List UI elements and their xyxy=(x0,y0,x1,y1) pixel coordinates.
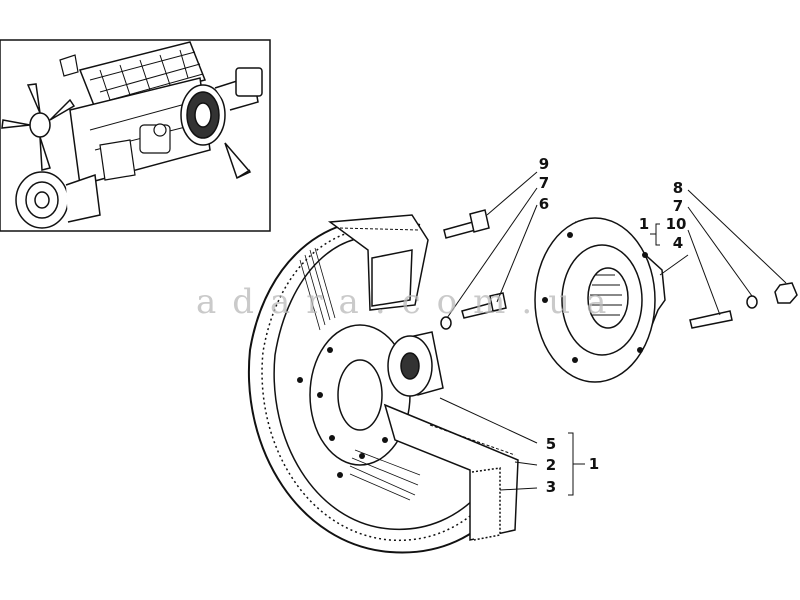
callout-2: 2 xyxy=(545,456,557,474)
callout-1-flywheel: 1 xyxy=(588,455,600,473)
callout-7: 7 xyxy=(538,174,550,192)
drive-flange xyxy=(534,217,666,383)
leader-lines xyxy=(439,171,787,496)
callout-7-flange: 7 xyxy=(672,197,684,215)
pilot-bushing xyxy=(387,331,444,397)
callout-1-flange: 1 xyxy=(638,215,650,233)
fasteners xyxy=(440,209,798,330)
watermark: adara.com.ua xyxy=(196,282,623,322)
callout-10: 10 xyxy=(665,215,687,233)
callout-3: 3 xyxy=(545,478,557,496)
engine-inset xyxy=(0,39,271,232)
callout-4: 4 xyxy=(672,234,684,252)
flywheel xyxy=(247,214,519,554)
callout-5: 5 xyxy=(545,435,557,453)
callout-8: 8 xyxy=(672,179,684,197)
callout-9: 9 xyxy=(538,155,550,173)
callout-6: 6 xyxy=(538,195,550,213)
